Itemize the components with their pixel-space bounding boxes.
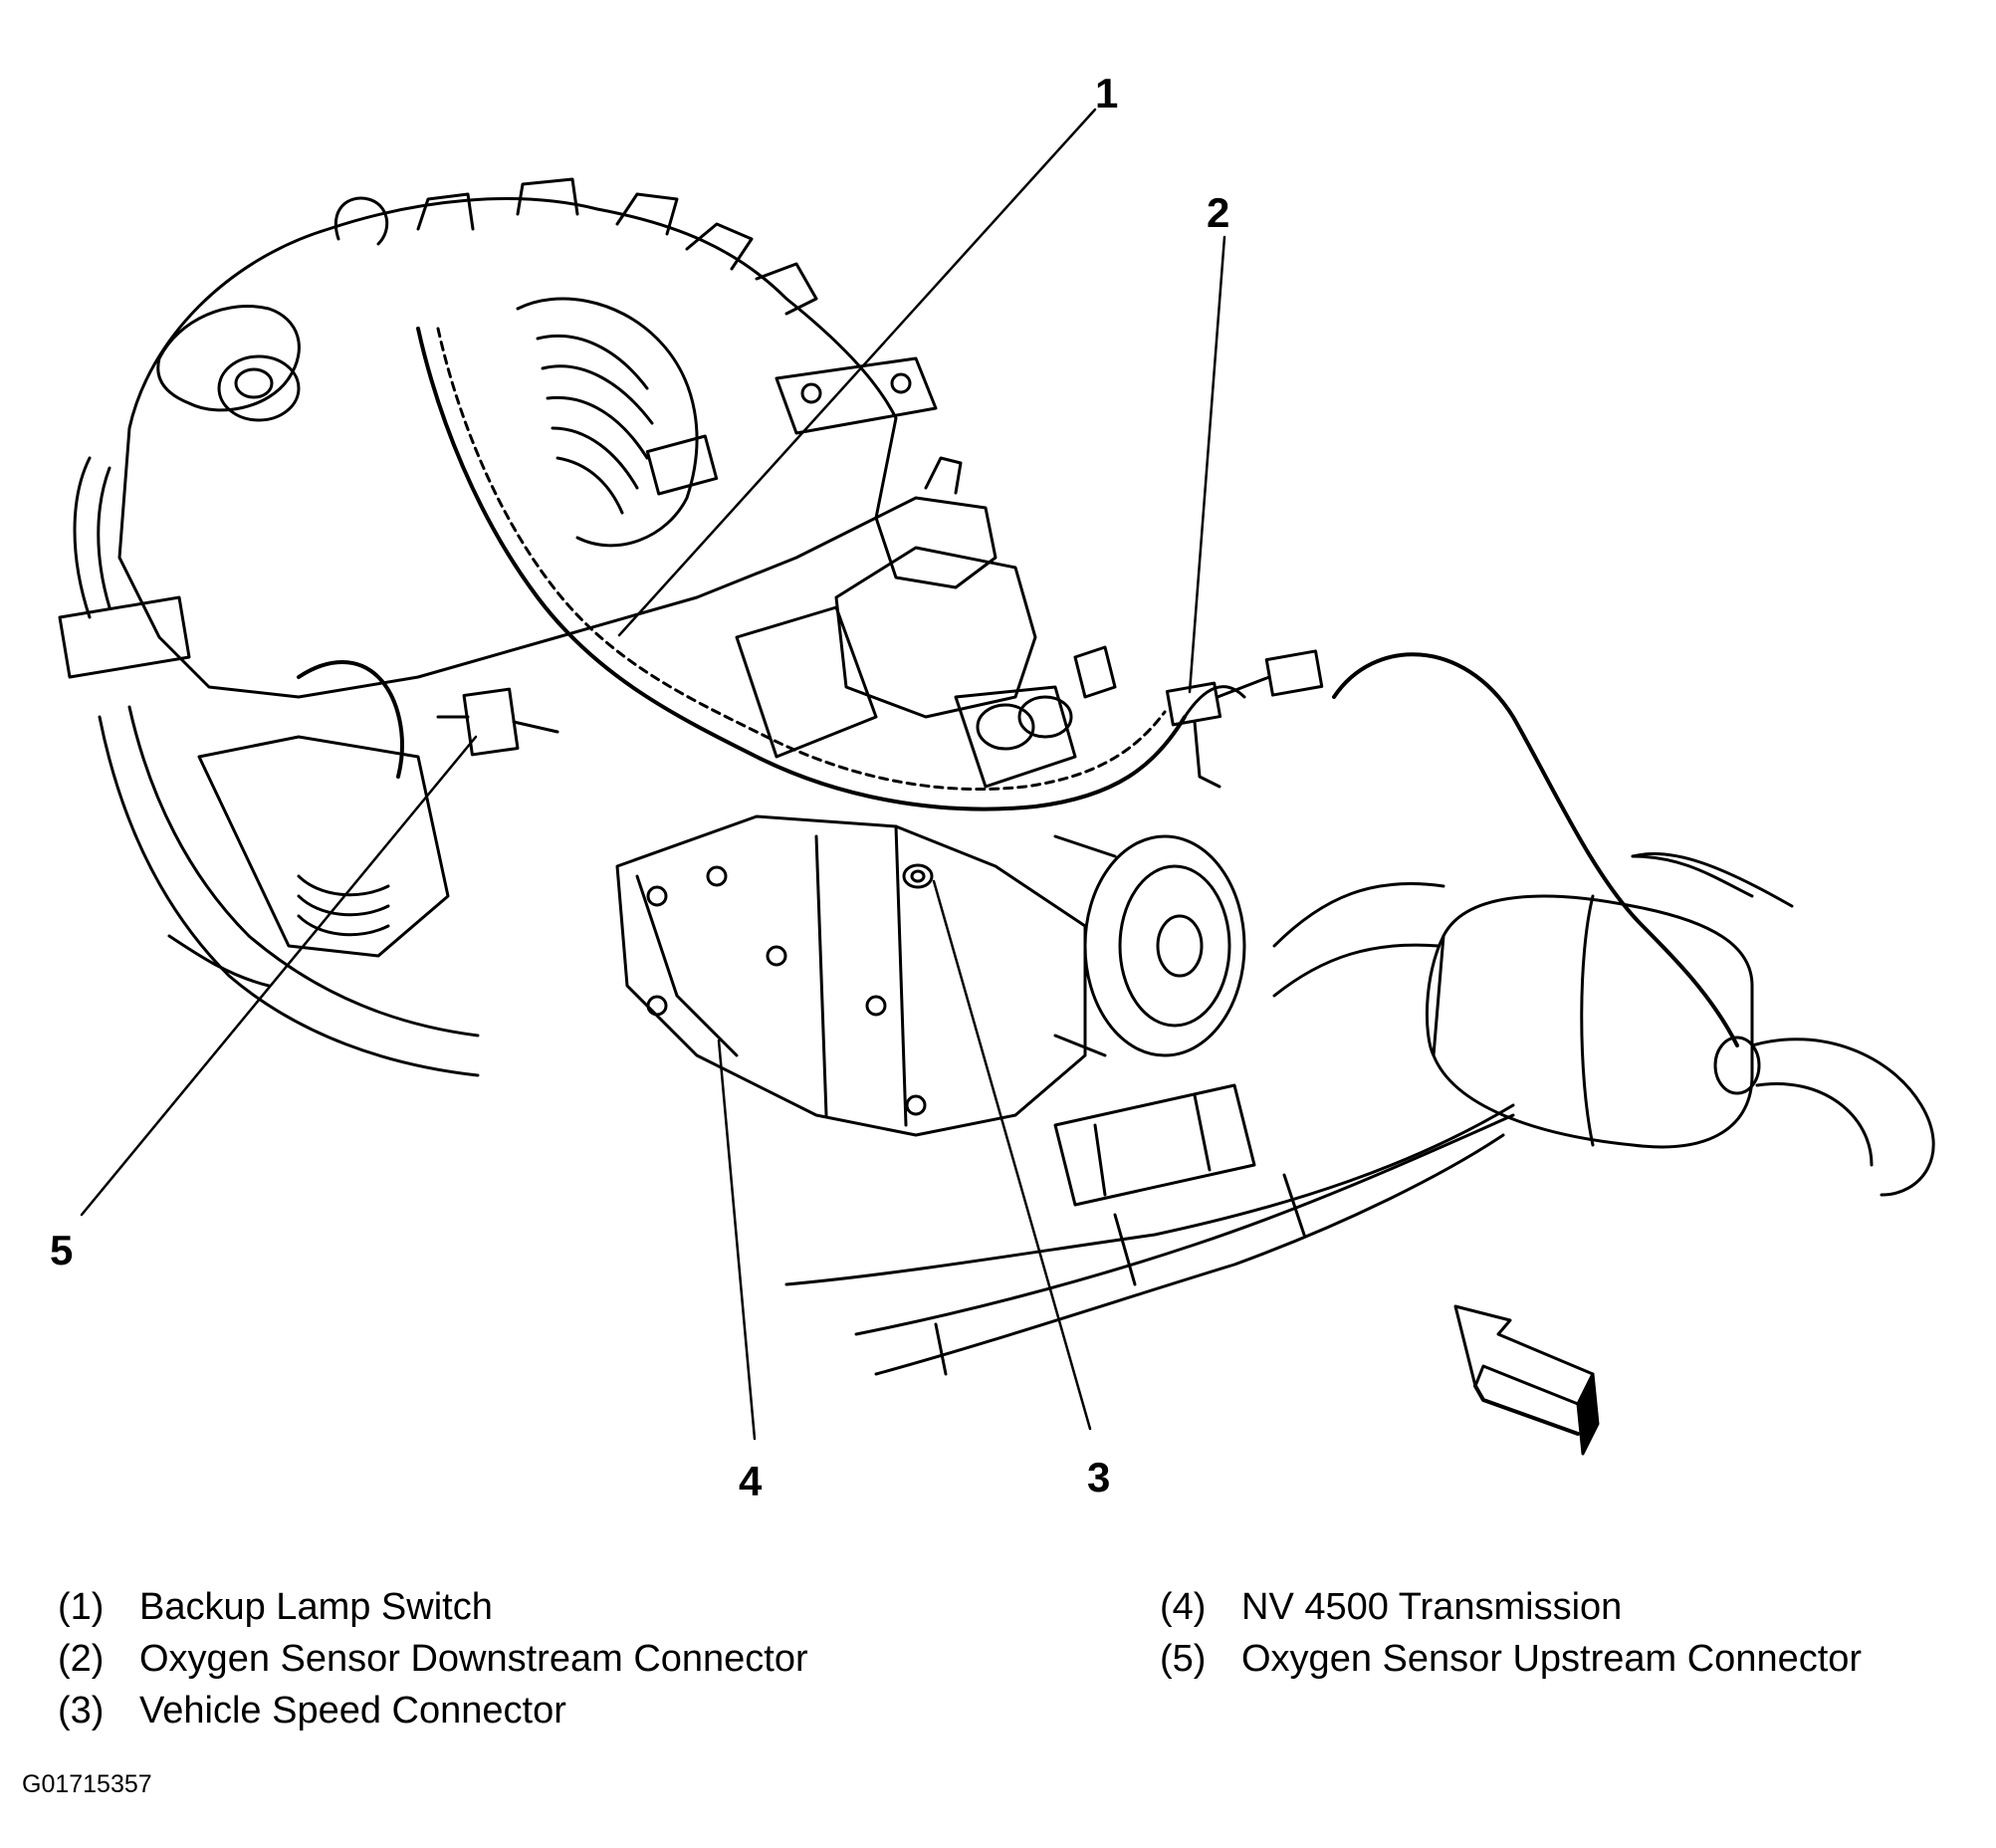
legend-item-2: (2) Oxygen Sensor Downstream Connector xyxy=(58,1633,808,1685)
legend-number: (5) xyxy=(1160,1638,1207,1680)
leader-line-2 xyxy=(1188,235,1226,694)
legend-number: (1) xyxy=(58,1586,105,1628)
legend-label: Oxygen Sensor Upstream Connector xyxy=(1241,1638,1863,1680)
wiring-harness xyxy=(297,327,1739,1047)
view-direction-arrow xyxy=(1453,1304,1600,1456)
callout-3: 3 xyxy=(1087,1454,1110,1501)
backup-lamp-switch xyxy=(645,434,719,496)
legend-number: (3) xyxy=(58,1690,105,1732)
leader-line-5 xyxy=(80,735,478,1217)
legend-label: NV 4500 Transmission xyxy=(1241,1586,1623,1628)
legend-label: Vehicle Speed Connector xyxy=(139,1690,566,1732)
legend-label: Oxygen Sensor Downstream Connector xyxy=(139,1638,808,1680)
figure-id: G01715357 xyxy=(22,1770,152,1798)
legend-number: (2) xyxy=(58,1638,105,1680)
leader-line-1 xyxy=(617,108,1097,637)
callout-5: 5 xyxy=(50,1227,73,1273)
leader-lines xyxy=(80,108,1226,1441)
exhaust-system xyxy=(1272,852,1935,1197)
callout-2: 2 xyxy=(1207,189,1229,236)
legend-right-column: (4) NV 4500 Transmission (5) Oxygen Sens… xyxy=(1160,1581,1862,1685)
leader-line-4 xyxy=(717,1039,757,1441)
legend-label: Backup Lamp Switch xyxy=(139,1586,493,1628)
legend-item-5: (5) Oxygen Sensor Upstream Connector xyxy=(1160,1633,1862,1685)
vehicle-speed-connector xyxy=(902,863,934,889)
callout-4: 4 xyxy=(739,1458,763,1504)
engine-assembly xyxy=(58,177,938,1077)
frame-crossmember xyxy=(784,1083,1515,1376)
legend-left-column: (1) Backup Lamp Switch (2) Oxygen Sensor… xyxy=(58,1581,808,1736)
legend-item-4: (4) NV 4500 Transmission xyxy=(1160,1581,1862,1633)
leader-line-3 xyxy=(932,879,1092,1431)
callout-1: 1 xyxy=(1095,70,1118,116)
oxygen-sensor-upstream-connector xyxy=(436,687,559,757)
transmission-assembly xyxy=(615,456,1246,1137)
legend-number: (4) xyxy=(1160,1586,1207,1628)
oxygen-sensor-downstream-connector xyxy=(1165,649,1324,789)
legend-item-3: (3) Vehicle Speed Connector xyxy=(58,1685,808,1736)
legend-item-1: (1) Backup Lamp Switch xyxy=(58,1581,808,1633)
